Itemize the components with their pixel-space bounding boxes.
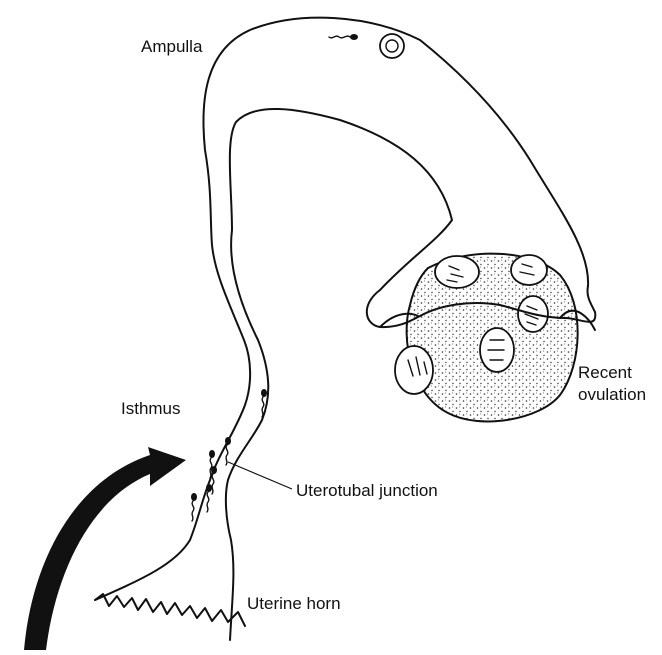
label-isthmus: Isthmus [121, 399, 181, 419]
follicle [511, 255, 547, 285]
follicle [435, 256, 479, 288]
ovary [395, 254, 578, 422]
label-ampulla: Ampulla [141, 37, 202, 57]
uterotubal-leader-line [228, 462, 292, 489]
sperm-ampulla [329, 34, 358, 40]
label-uterotubal-junction: Uterotubal junction [296, 481, 438, 501]
label-recent-ovulation-line2: ovulation [578, 385, 646, 405]
label-recent-ovulation-line1: Recent [578, 363, 632, 383]
sperm-transport-arrow [24, 447, 186, 650]
oocyte [380, 34, 404, 58]
label-uterine-horn: Uterine horn [247, 594, 341, 614]
follicle [395, 346, 433, 394]
uterine-horn-edge [95, 594, 245, 626]
